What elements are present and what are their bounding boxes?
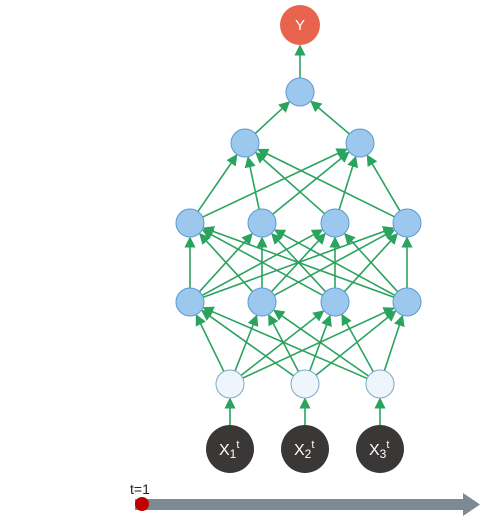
connection-edge — [255, 151, 326, 215]
hidden3-node — [230, 128, 260, 158]
connection-edge — [199, 232, 254, 293]
connection-edge — [254, 101, 291, 135]
input-label: X3t — [369, 439, 389, 461]
hidden1-node — [392, 287, 422, 317]
connection-edge — [383, 314, 405, 371]
connection-edge — [202, 306, 368, 380]
connection-edge — [268, 313, 300, 372]
input-label: X1t — [219, 439, 239, 461]
arrow-right-icon — [463, 493, 480, 516]
hidden1-node — [175, 287, 205, 317]
connection-edge — [273, 309, 369, 377]
connection-edge — [310, 100, 350, 135]
hidden4-node — [285, 77, 315, 107]
input-node — [281, 425, 329, 473]
connection-edge — [195, 314, 225, 372]
connection-edge — [234, 314, 259, 372]
edges-group — [184, 44, 413, 425]
connection-edge — [197, 154, 238, 212]
hidden1-node — [320, 287, 350, 317]
timeline: t=1 — [130, 481, 480, 516]
connection-edge — [202, 148, 348, 218]
output-label: Y — [295, 17, 305, 34]
input-layer-node — [365, 369, 395, 399]
connection-edge — [344, 232, 399, 293]
timeline-label: t=1 — [130, 481, 150, 497]
connection-edge — [338, 155, 359, 210]
input-node — [206, 425, 254, 473]
connection-edge — [244, 156, 260, 210]
nodes-group: X1t X2t X3t Y — [175, 5, 422, 473]
time-marker-icon — [135, 497, 149, 511]
hidden3-node — [345, 128, 375, 158]
input-label: X2t — [294, 439, 314, 461]
connection-edge — [341, 313, 374, 373]
connection-edge — [202, 226, 395, 298]
connection-edge — [272, 151, 350, 215]
input-node — [356, 425, 404, 473]
connection-edge — [200, 309, 295, 377]
connection-edge — [309, 314, 332, 372]
connection-edge — [273, 229, 396, 297]
connection-edge — [315, 310, 397, 376]
input-layer-node — [215, 369, 245, 399]
connection-edge — [242, 307, 395, 379]
hidden2-node — [175, 208, 205, 238]
connection-edge — [257, 148, 395, 218]
hidden2-node — [392, 208, 422, 238]
hidden2-node — [320, 208, 350, 238]
hidden1-node — [247, 287, 277, 317]
output-node — [280, 5, 320, 45]
timeline-bar — [135, 499, 463, 510]
connection-edge — [240, 310, 325, 377]
connection-edge — [366, 154, 401, 212]
hidden2-node — [247, 208, 277, 238]
input-layer-node — [290, 369, 320, 399]
connection-edge — [201, 229, 324, 297]
